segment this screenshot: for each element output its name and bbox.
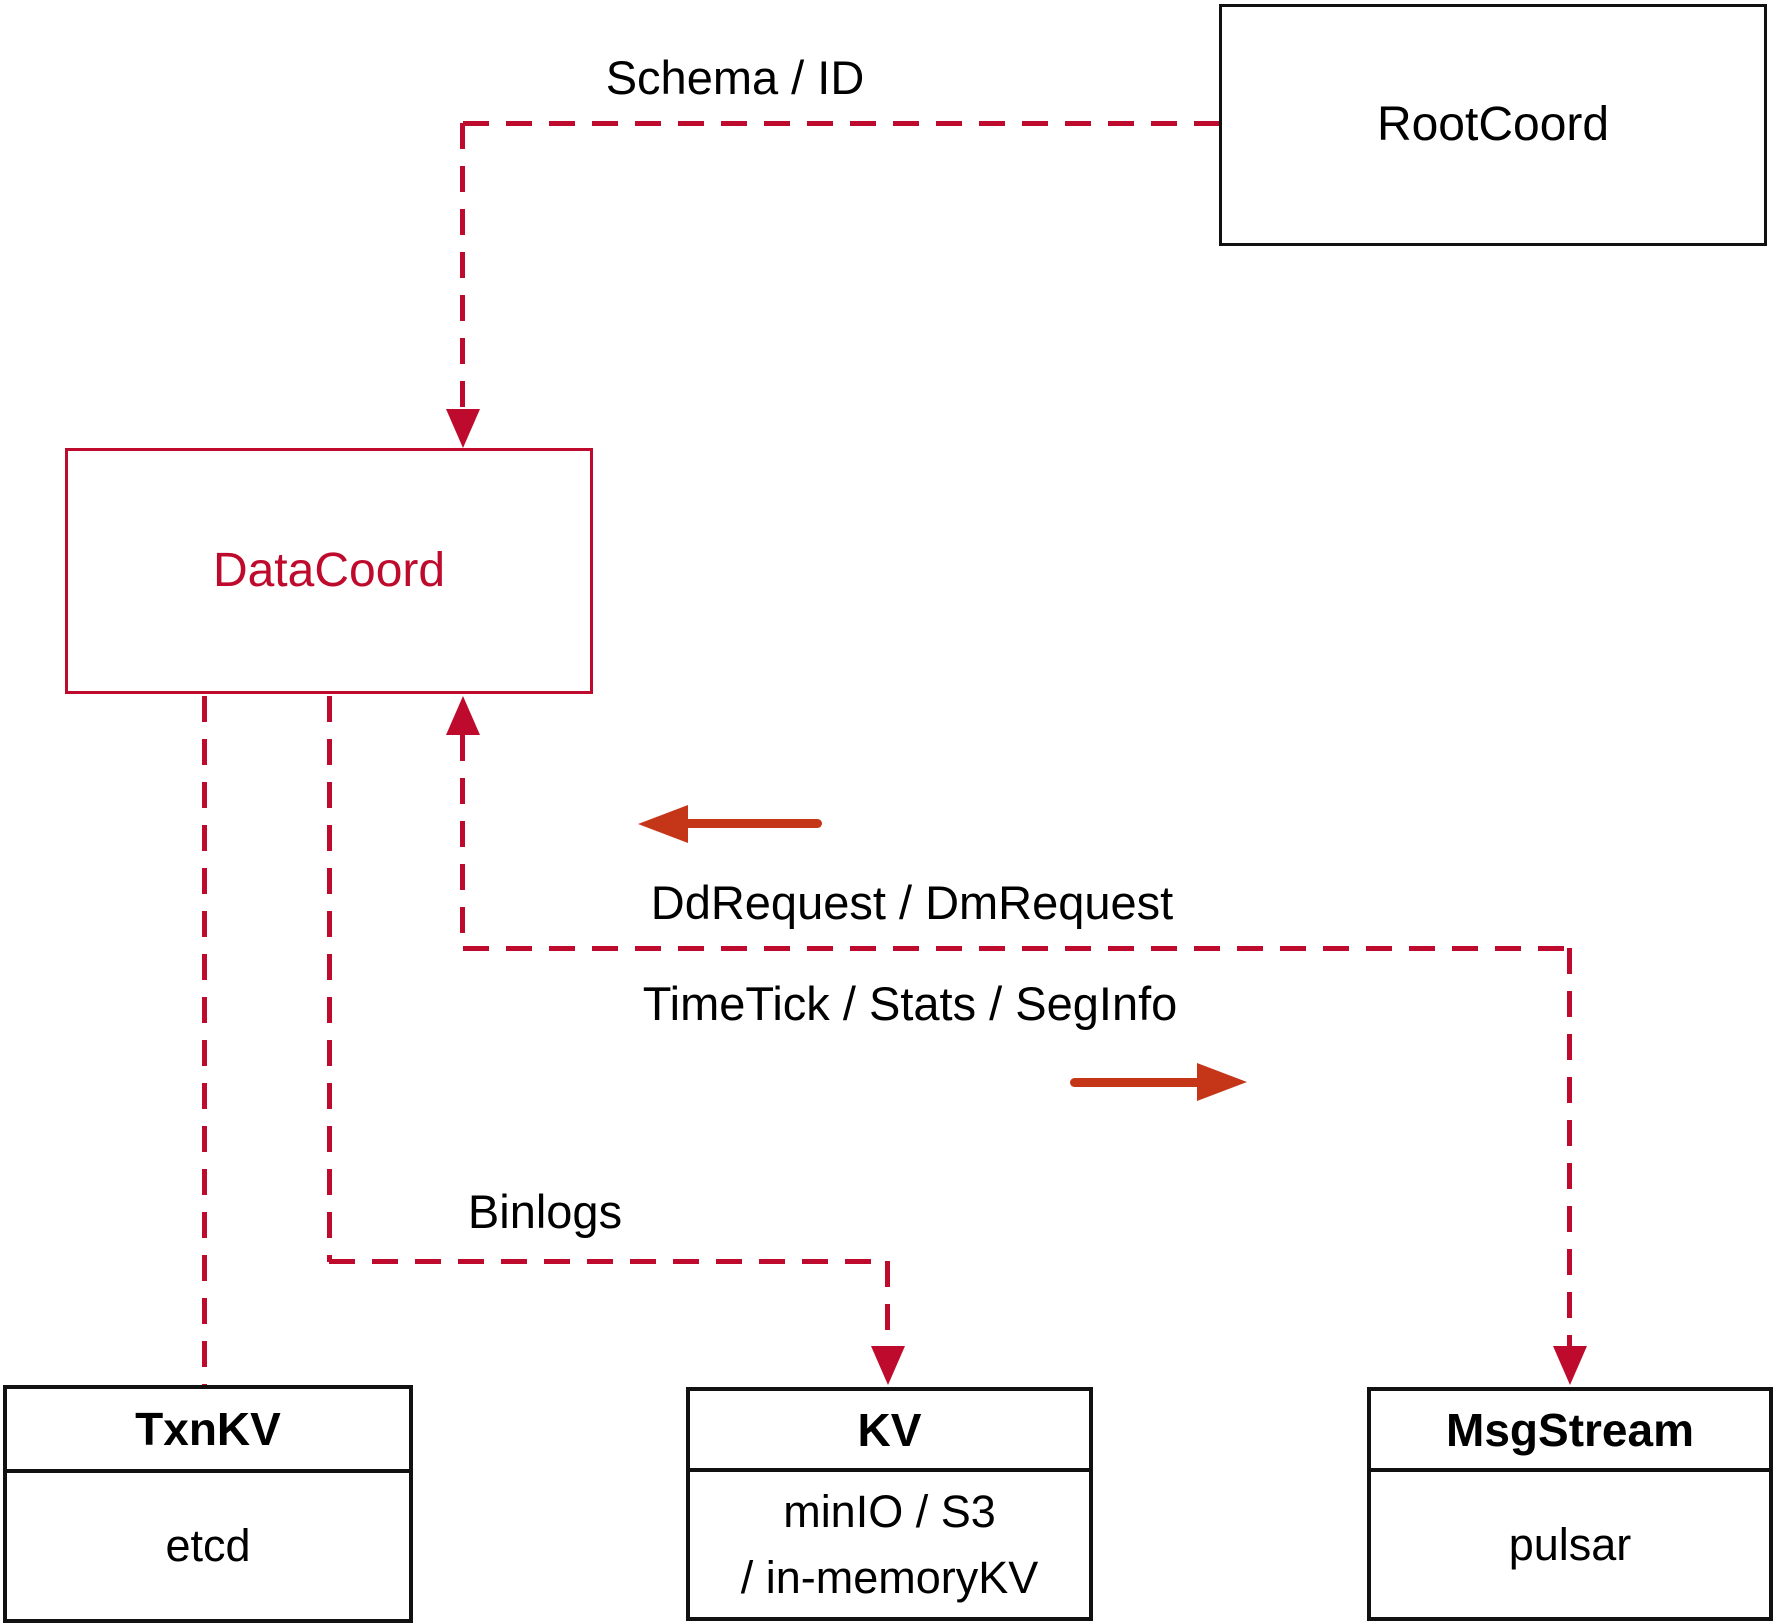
edge-label-binlogs: Binlogs xyxy=(467,1185,623,1238)
rootcoord-label: RootCoord xyxy=(1376,98,1610,151)
left-direction-arrow-shaft xyxy=(682,819,822,828)
msgstream-title: MsgStream xyxy=(1371,1391,1769,1472)
kv-body-line1: minIO / S3 xyxy=(783,1486,996,1538)
arrowhead-into-datacoord-bottom xyxy=(446,696,480,735)
kv-node: KV minIO / S3 / in-memoryKV xyxy=(686,1387,1093,1621)
msgstream-body: pulsar xyxy=(1508,1518,1632,1570)
arrowhead-into-msgstream-top xyxy=(1553,1346,1587,1385)
txnkv-node: TxnKV etcd xyxy=(3,1385,413,1623)
datacoord-label: DataCoord xyxy=(212,544,446,597)
msgstream-node: MsgStream pulsar xyxy=(1367,1387,1773,1621)
edge-label-schema-id: Schema / ID xyxy=(605,51,865,104)
kv-body-line2: / in-memoryKV xyxy=(740,1551,1039,1603)
edge-label-time-tick: TimeTick / Stats / SegInfo xyxy=(642,977,1178,1030)
right-direction-arrow-shaft xyxy=(1070,1078,1202,1087)
rootcoord-node: RootCoord xyxy=(1219,4,1767,246)
datacoord-node: DataCoord xyxy=(65,448,593,694)
edge-msgstream-vertical-left xyxy=(460,735,465,948)
edge-msgstream-vertical-right xyxy=(1567,948,1572,1346)
edge-binlogs-horizontal xyxy=(329,1259,888,1264)
arrowhead-into-datacoord-top xyxy=(446,409,480,448)
edge-datacoord-txnkv xyxy=(202,696,207,1385)
edge-label-dd-request: DdRequest / DmRequest xyxy=(650,876,1174,929)
txnkv-body: etcd xyxy=(165,1520,251,1572)
left-direction-arrow-icon xyxy=(638,805,688,843)
edge-msgstream-horizontal xyxy=(463,946,1570,951)
edge-binlogs-vertical-right xyxy=(885,1261,890,1346)
txnkv-title: TxnKV xyxy=(7,1389,409,1473)
edge-binlogs-vertical-left xyxy=(327,696,332,1262)
arrowhead-into-kv-top xyxy=(871,1346,905,1385)
edge-schema-id-vertical xyxy=(460,123,465,409)
edge-schema-id-horizontal xyxy=(463,121,1219,126)
right-direction-arrow-icon xyxy=(1197,1063,1247,1101)
kv-title: KV xyxy=(690,1391,1089,1472)
